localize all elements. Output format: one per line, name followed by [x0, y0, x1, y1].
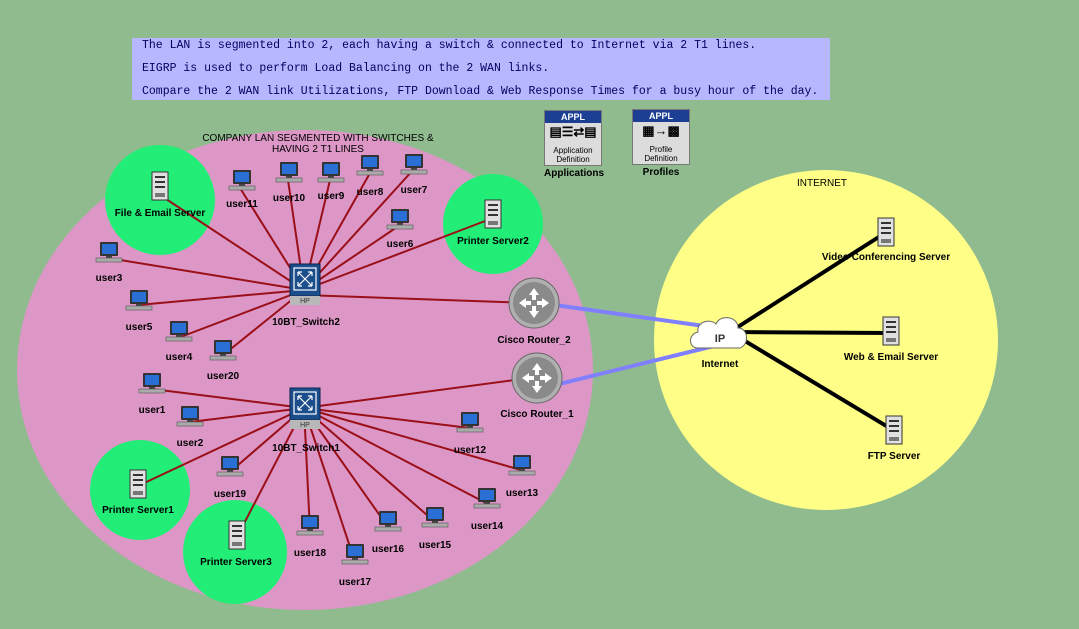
- printer-server3-label: Printer Server3: [200, 557, 272, 568]
- user11-label: user11: [226, 199, 258, 210]
- cloud-ip-text: IP: [715, 333, 725, 345]
- switch1-label: 10BT_Switch1: [272, 443, 340, 454]
- application-definition-text: Application Definition: [553, 146, 593, 164]
- user12[interactable]: user12: [454, 411, 487, 456]
- appl-badge: APPL: [633, 110, 689, 122]
- printer-server2-label: Printer Server2: [457, 236, 529, 247]
- user10[interactable]: user10: [273, 161, 306, 204]
- user9-label: user9: [318, 191, 345, 202]
- file-server-label: File & Email Server: [115, 208, 206, 219]
- application-glyphs: ▤☰⇄▤: [549, 124, 597, 139]
- user1-label: user1: [139, 405, 166, 416]
- description-note: The LAN is segmented into 2, each having…: [132, 38, 830, 100]
- printer-server3[interactable]: Printer Server3: [200, 520, 272, 568]
- note-line: Compare the 2 WAN link Utilizations, FTP…: [142, 85, 819, 98]
- user2-label: user2: [177, 438, 204, 449]
- profile-definition-text: Profile Definition: [644, 145, 678, 163]
- user3[interactable]: user3: [96, 241, 123, 284]
- switch2[interactable]: HP 10BT_Switch2: [272, 263, 340, 328]
- web-email-server[interactable]: Web & Email Server: [844, 316, 938, 363]
- user18[interactable]: user18: [294, 514, 327, 559]
- switch1-brand: HP: [300, 422, 310, 429]
- printer-server1[interactable]: Printer Server1: [102, 469, 174, 516]
- user18-label: user18: [294, 548, 327, 559]
- internet-label: Internet: [702, 359, 739, 370]
- user9[interactable]: user9: [318, 161, 345, 202]
- application-definition-icon: APPL ▤☰⇄▤ Application Definition: [544, 110, 602, 166]
- profile-definition-icon: APPL ▦→▩ Profile Definition: [632, 109, 690, 165]
- applications-label: Applications: [544, 168, 605, 179]
- user3-label: user3: [96, 273, 123, 284]
- printer-server1-label: Printer Server1: [102, 505, 174, 516]
- switch2-label: 10BT_Switch2: [272, 317, 340, 328]
- user14[interactable]: user14: [471, 487, 504, 532]
- user14-label: user14: [471, 521, 504, 532]
- profile-glyphs: ▦→▩: [642, 123, 680, 138]
- switch2-brand: HP: [300, 298, 310, 305]
- user15-label: user15: [419, 540, 452, 551]
- note-line: EIGRP is used to perform Load Balancing …: [142, 62, 550, 75]
- router1-label: Cisco Router_1: [500, 409, 574, 420]
- internet-region: [654, 170, 998, 510]
- internet-title: INTERNET: [797, 178, 847, 189]
- user11[interactable]: user11: [226, 169, 258, 210]
- note-line: The LAN is segmented into 2, each having…: [142, 39, 757, 52]
- printer-server2[interactable]: Printer Server2: [457, 199, 529, 247]
- router2[interactable]: Cisco Router_2: [497, 277, 571, 346]
- user20[interactable]: user20: [207, 339, 240, 382]
- router1[interactable]: Cisco Router_1: [500, 352, 574, 420]
- video-conferencing-server[interactable]: Video Conferencing Server: [822, 217, 950, 263]
- file-email-server[interactable]: File & Email Server: [115, 171, 206, 219]
- user16-label: user16: [372, 544, 405, 555]
- switch1[interactable]: HP 10BT_Switch1: [272, 387, 340, 454]
- lan-title-line1: COMPANY LAN SEGMENTED WITH SWITCHES &: [202, 133, 434, 144]
- user6[interactable]: user6: [387, 208, 414, 250]
- user4[interactable]: user4: [166, 320, 193, 363]
- applications-object[interactable]: APPL ▤☰⇄▤ Application Definition Applica…: [544, 110, 605, 179]
- appl-badge: APPL: [545, 111, 601, 123]
- router2-label: Cisco Router_2: [497, 335, 571, 346]
- internet-cloud[interactable]: IP Internet: [690, 317, 747, 370]
- user13-label: user13: [506, 488, 539, 499]
- profiles-label: Profiles: [642, 167, 680, 178]
- user1[interactable]: user1: [139, 372, 166, 416]
- ftp-server[interactable]: FTP Server: [868, 415, 921, 462]
- user17-label: user17: [339, 577, 372, 588]
- user7-label: user7: [401, 185, 428, 196]
- internet-links: [728, 231, 895, 432]
- user13[interactable]: user13: [506, 454, 539, 499]
- ftp-server-label: FTP Server: [868, 451, 921, 462]
- user17[interactable]: user17: [339, 543, 372, 588]
- user6-label: user6: [387, 239, 414, 250]
- user2[interactable]: user2: [177, 405, 204, 449]
- user19[interactable]: user19: [214, 455, 247, 500]
- user7[interactable]: user7: [401, 153, 428, 196]
- user5-label: user5: [126, 322, 153, 333]
- video-server-label: Video Conferencing Server: [822, 252, 950, 263]
- user5[interactable]: user5: [126, 289, 153, 333]
- lan-title-line2: HAVING 2 T1 LINES: [272, 144, 364, 155]
- user19-label: user19: [214, 489, 247, 500]
- user8-label: user8: [357, 187, 384, 198]
- user10-label: user10: [273, 193, 306, 204]
- wan-links: [554, 303, 719, 387]
- user8[interactable]: user8: [357, 154, 384, 198]
- user4-label: user4: [166, 352, 193, 363]
- printer-server3-zone: [183, 500, 287, 604]
- user20-label: user20: [207, 371, 240, 382]
- user12-label: user12: [454, 445, 487, 456]
- profiles-object[interactable]: APPL ▦→▩ Profile Definition Profiles: [632, 109, 690, 178]
- user15[interactable]: user15: [419, 506, 452, 551]
- web-server-label: Web & Email Server: [844, 352, 938, 363]
- user16[interactable]: user16: [372, 510, 405, 555]
